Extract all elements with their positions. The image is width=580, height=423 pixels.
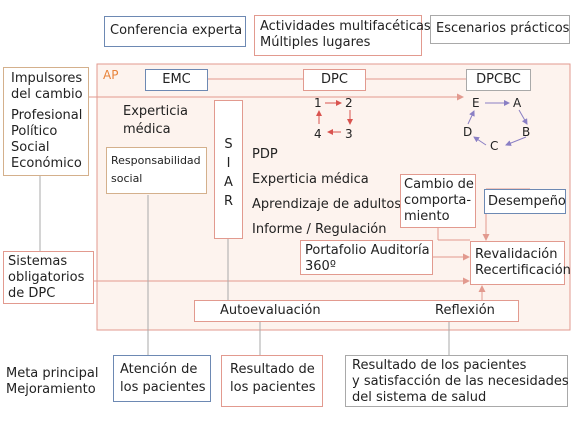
main-goal-label-2: Mejoramiento: [6, 382, 96, 397]
dpcbc-cycle-e: E: [472, 96, 480, 110]
system-results-label-3: del sistema de salud: [352, 390, 487, 405]
driver-political: Político: [11, 124, 58, 139]
practical-scenarios-label: Escenarios prácticos: [436, 21, 570, 36]
dpcbc-box: DPCBC: [466, 69, 531, 91]
revalidation-box: Revalidación Recertificación: [470, 241, 571, 285]
dpc-box: DPC: [303, 69, 366, 91]
performance-box: Desempeño: [484, 189, 566, 214]
performance-label: Desempeño: [488, 194, 566, 209]
siar-a: A: [224, 175, 233, 190]
dpcbc-cycle-d: D: [463, 125, 473, 139]
practical-scenarios-box: Escenarios prácticos: [430, 15, 570, 44]
dpcbc-arrow-b-c: [505, 136, 527, 146]
driver-social: Social: [11, 140, 50, 155]
system-results-label-2: y satisfacción de las necesidades: [352, 374, 569, 389]
self-assessment-label: Autoevaluación: [220, 303, 321, 318]
dpcbc-arrow-a-b: [518, 109, 528, 125]
dpc-cycle-4: 4: [314, 127, 322, 141]
behavior-change-label-3: miento: [404, 209, 450, 224]
emc-box: EMC: [145, 69, 208, 91]
expert-conference-box: Conferencia experta: [104, 16, 246, 47]
ap-label: AP: [103, 68, 119, 82]
drivers-title-1: Impulsores: [11, 71, 83, 86]
social-responsibility-label-1: Responsabilidad: [111, 154, 201, 167]
mandatory-label-3: de DPC: [8, 286, 56, 301]
siar-list-pdp: PDP: [252, 147, 278, 162]
siar-r: R: [223, 194, 234, 209]
expert-conference-label: Conferencia experta: [110, 23, 243, 38]
revalidation-label-2: Recertificación: [475, 263, 571, 278]
mandatory-systems-box: Sistemas obligatorios de DPC: [3, 251, 94, 304]
mandatory-label-2: obligatorios: [8, 270, 85, 285]
revalidation-label-1: Revalidación: [475, 247, 558, 262]
siar-list-report: Informe / Regulación: [252, 222, 387, 237]
driver-professional: Profesional: [11, 108, 83, 123]
mandatory-label-1: Sistemas: [8, 254, 68, 269]
dpcbc-label: DPCBC: [476, 72, 521, 87]
dpc-label: DPC: [321, 72, 348, 87]
system-results-label-1: Resultado de los pacientes: [352, 358, 527, 373]
siar-list: PDP Experticia médica Aprendizaje de adu…: [252, 142, 401, 242]
patient-care-label-1: Atención de: [120, 362, 198, 377]
multifaceted-box: Actividades multifacéticas Múltiples lug…: [254, 15, 431, 56]
main-goal-label-1: Meta principal: [6, 366, 99, 381]
driver-economic: Económico: [11, 156, 82, 171]
reflection-label: Reflexión: [435, 303, 495, 318]
siar-i: I: [226, 156, 231, 171]
medical-expertise-label-2: médica: [123, 122, 171, 137]
dpcbc-cycle-a: A: [513, 96, 522, 110]
siar-list-expertise: Experticia médica: [252, 172, 369, 187]
drivers-box: Impulsores del cambio Profesional Políti…: [3, 67, 89, 176]
main-goal: Meta principal Mejoramiento: [6, 366, 98, 398]
drivers-title-2: del cambio: [11, 87, 83, 102]
siar-box: S I A R: [214, 100, 243, 239]
behavior-change-box: Cambio de comporta- miento: [400, 174, 476, 228]
dpc-cycle-3: 3: [345, 127, 353, 141]
social-responsibility-box: Responsabilidad social: [106, 147, 207, 194]
social-responsibility-label-2: social: [111, 172, 143, 185]
patient-results-label-2: los pacientes: [230, 380, 316, 395]
behavior-change-label-1: Cambio de: [404, 177, 474, 192]
dpcbc-arrow-c-d: [473, 136, 487, 146]
dpcbc-cycle-b: B: [522, 125, 531, 139]
patient-results-label-1: Resultado de: [230, 362, 315, 377]
patient-care-label-2: los pacientes: [120, 380, 206, 395]
portfolio-label-2: 360º: [305, 259, 336, 274]
multifaceted-label-1: Actividades multifacéticas: [260, 19, 431, 34]
siar-s: S: [224, 137, 233, 152]
siar-list-adult-learning: Aprendizaje de adultos: [252, 197, 402, 212]
medical-expertise: Experticia médica: [123, 104, 188, 138]
emc-label: EMC: [162, 72, 191, 87]
dpcbc-arrow-d-e: [467, 110, 475, 125]
behavior-change-label-2: comporta-: [404, 193, 472, 208]
system-results-box: Resultado de los pacientes y satisfacció…: [345, 355, 569, 407]
dpc-cycle-2: 2: [345, 96, 353, 110]
dpc-cycle-1: 1: [314, 96, 322, 110]
medical-expertise-label-1: Experticia: [123, 104, 188, 119]
patient-care-box: Atención de los pacientes: [113, 355, 211, 402]
portfolio-box: Portafolio Auditoría 360º: [300, 240, 433, 275]
patient-results-box: Resultado de los pacientes: [221, 355, 323, 407]
self-assessment-bar: Autoevaluación Reflexión: [194, 300, 519, 322]
portfolio-label-1: Portafolio Auditoría: [305, 243, 430, 258]
multifaceted-label-2: Múltiples lugares: [260, 35, 371, 50]
dpcbc-cycle-c: C: [490, 139, 499, 153]
